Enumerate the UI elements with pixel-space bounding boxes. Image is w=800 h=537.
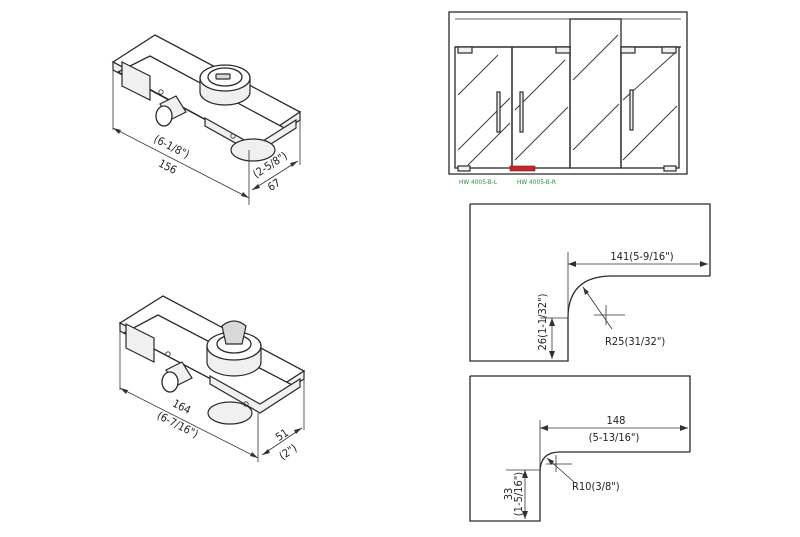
clamp-bottom-knob bbox=[161, 371, 179, 393]
clamp-bottom-screw-2 bbox=[243, 401, 249, 407]
top-fitting-1 bbox=[457, 46, 473, 54]
glass-line-9 bbox=[622, 105, 678, 161]
profile-top-radius-leader bbox=[582, 286, 613, 330]
profile-bottom-height-mm-label: 33 bbox=[502, 488, 515, 501]
glass-line-1 bbox=[457, 54, 499, 96]
profile-bottom-height-arrow-b bbox=[522, 511, 528, 519]
lock-marker-highlight bbox=[509, 165, 536, 172]
profile-top-outline-upper bbox=[470, 203, 711, 276]
clamp-top-width-arrow-b bbox=[252, 184, 260, 190]
profile-bottom-width-arrow-a bbox=[540, 425, 548, 431]
clamp-bottom-length-dim-line bbox=[119, 387, 259, 459]
clamp-bottom-length-mm-label: 164 bbox=[170, 397, 193, 417]
profile-bottom-width-in-label: (5-13/16") bbox=[589, 431, 640, 444]
top-fitting-4 bbox=[661, 46, 677, 54]
handle-far-right bbox=[629, 89, 634, 131]
clamp-bottom-width-arrow-a bbox=[294, 428, 302, 434]
clamp-bottom-lower-cylinder bbox=[207, 401, 253, 425]
clamp-top-length-arrow-b bbox=[241, 192, 249, 198]
clamp-top-lower-cylinder bbox=[230, 138, 276, 162]
profile-bottom-height-arrow-a bbox=[522, 470, 528, 478]
top-fitting-2 bbox=[555, 46, 571, 54]
clamp-bottom-length-arrow-a bbox=[120, 388, 128, 394]
profile-bottom-outline-upper bbox=[470, 375, 691, 452]
profile-top-width-arrow-a bbox=[568, 261, 576, 267]
clamp-top-length-in-label: (6-1/8") bbox=[152, 132, 192, 161]
profile-bottom-width-mm-label: 148 bbox=[607, 414, 626, 427]
top-fitting-3 bbox=[620, 46, 636, 54]
clamp-top-drawing: (6-1/8") 156 (2-5/8") 67 bbox=[111, 34, 302, 205]
clamp-top-width-mm-label: 67 bbox=[265, 176, 283, 194]
handle-right bbox=[519, 91, 524, 133]
clamp-bottom-length-arrow-b bbox=[250, 452, 258, 458]
clamp-top-length-dim-line bbox=[112, 127, 250, 199]
profile-top-height-arrow-b bbox=[549, 351, 555, 359]
door-elevation-drawing: HW 4005-B-L HW 4005-B-R bbox=[448, 11, 688, 186]
profile-top-radius-arrow bbox=[583, 287, 589, 295]
clamp-bottom-side-block bbox=[125, 323, 155, 363]
clamp-bottom-width-in-label: (2") bbox=[277, 441, 300, 462]
clamp-bottom-screw-1 bbox=[165, 351, 171, 357]
lock-label-right: HW 4005-B-R bbox=[517, 178, 556, 186]
clamp-top-side-block bbox=[121, 61, 151, 101]
clamp-top-length-arrow-a bbox=[113, 128, 121, 134]
glass-profile-top-drawing: 141(5-9/16") 26(1-1/32") R25(31/32") bbox=[469, 203, 711, 362]
clamp-top-key-slot bbox=[215, 73, 231, 80]
clamp-top-screw-1 bbox=[158, 89, 164, 95]
clamp-top-width-dim-line bbox=[251, 160, 299, 191]
clamp-bottom-drawing: 164 (6-7/16") 51 (2") bbox=[118, 295, 306, 463]
glass-line-7 bbox=[572, 103, 620, 151]
profile-bottom-height-in-label: (1-5/16") bbox=[512, 472, 525, 516]
clamp-bottom-thumb-turn bbox=[221, 320, 247, 345]
bottom-fitting-left bbox=[457, 165, 471, 172]
door-leaf-far-right bbox=[620, 46, 680, 169]
handle-left bbox=[496, 91, 501, 133]
profile-bottom-radius-arrow bbox=[547, 458, 554, 465]
profile-top-outline-lower bbox=[469, 204, 710, 362]
glass-line-6 bbox=[572, 34, 619, 81]
profile-top-width-label: 141(5-9/16") bbox=[610, 250, 673, 263]
bottom-fitting-right bbox=[663, 165, 677, 172]
clamp-top-screw-2 bbox=[230, 133, 236, 139]
clamp-bottom-bottom-plate bbox=[209, 374, 301, 414]
profile-top-height-label: 26(1-1/32") bbox=[536, 293, 549, 350]
glass-line-5 bbox=[514, 106, 569, 161]
clamp-bottom-width-arrow-b bbox=[262, 449, 270, 455]
profile-top-height-arrow-a bbox=[549, 318, 555, 326]
door-outer-frame bbox=[448, 11, 688, 175]
clamp-bottom-width-mm-label: 51 bbox=[273, 426, 291, 444]
clamp-bottom-length-in-label: (6-7/16") bbox=[155, 409, 201, 441]
profile-bottom-outline-lower bbox=[469, 376, 690, 522]
glass-line-3 bbox=[467, 122, 511, 166]
profile-top-radius-label: R25(31/32") bbox=[605, 335, 665, 348]
profile-bottom-radius-label: R10(3/8") bbox=[572, 480, 620, 493]
glass-line-2 bbox=[457, 97, 511, 151]
profile-top-width-arrow-b bbox=[700, 261, 708, 267]
lock-label-left: HW 4005-B-L bbox=[459, 178, 498, 186]
clamp-top-knob bbox=[155, 105, 173, 127]
clamp-top-width-arrow-a bbox=[290, 161, 298, 167]
profile-bottom-width-arrow-b bbox=[680, 425, 688, 431]
glass-profile-bottom-drawing: 148 (5-13/16") 33 (1-5/16") R10(3/8") bbox=[469, 375, 691, 522]
